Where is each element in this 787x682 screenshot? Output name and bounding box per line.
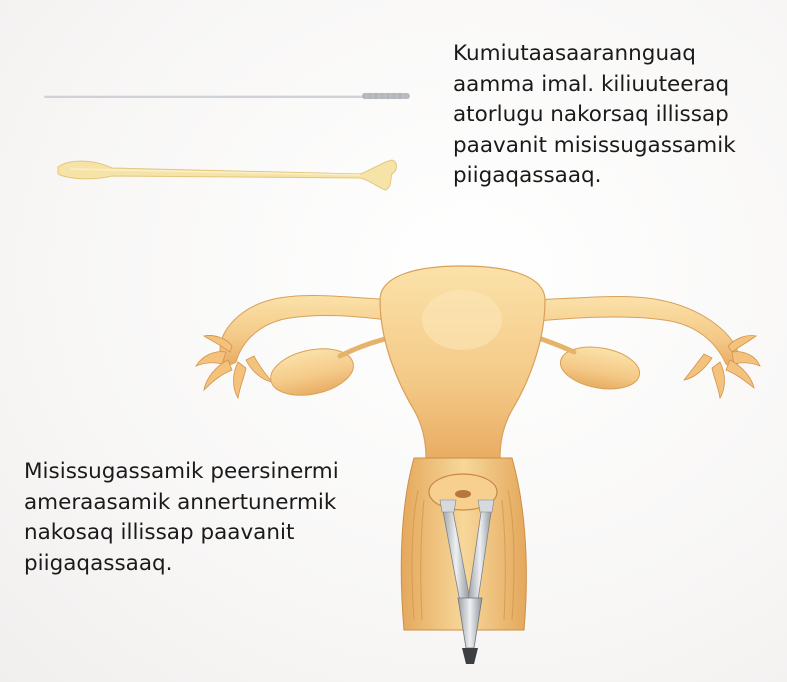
wooden-spatula-icon	[58, 160, 397, 190]
caption-top: Kumiutaasaarannguaq aamma imal. kiliuute…	[453, 39, 783, 192]
cytobrush-icon	[44, 93, 410, 99]
caption-bottom: Misissugassamik peersinermi ameraasamik …	[24, 457, 344, 579]
